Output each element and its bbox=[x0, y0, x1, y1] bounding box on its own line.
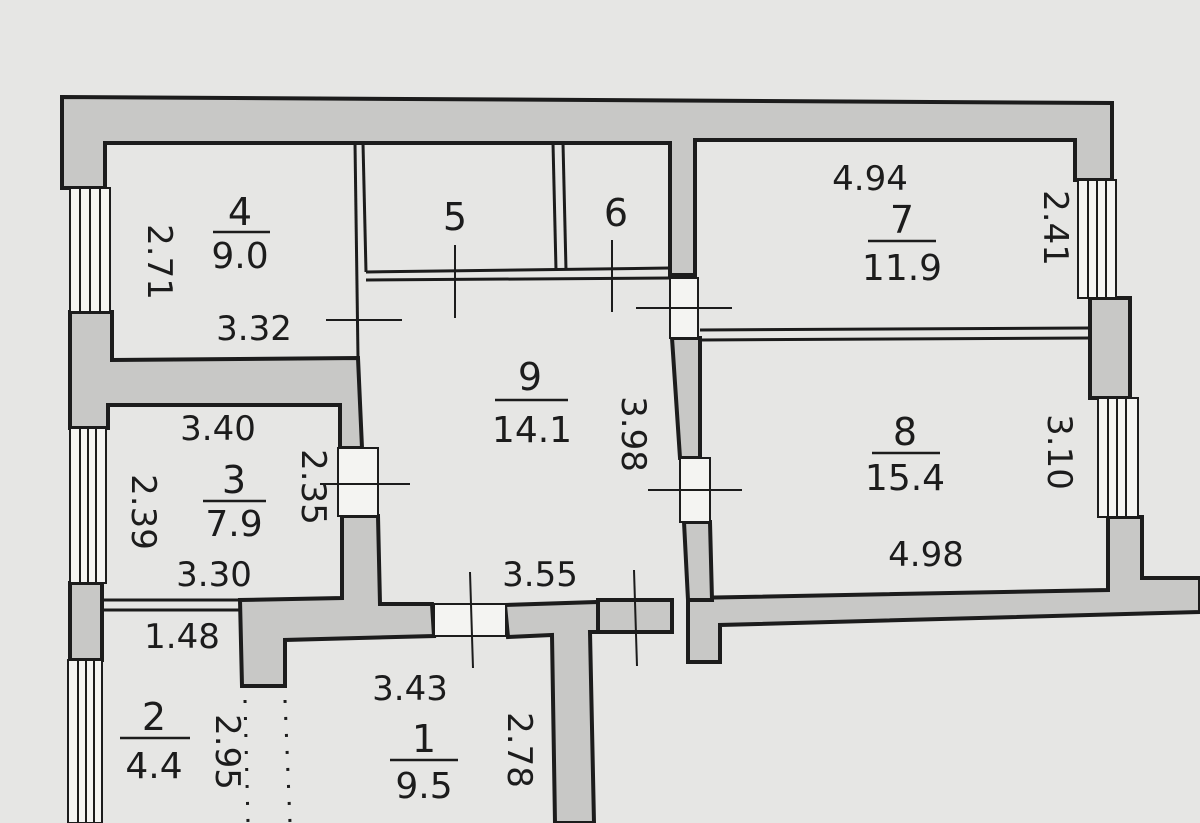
room-3-label: 3 7.9 bbox=[203, 458, 266, 545]
door-room3 bbox=[320, 447, 410, 517]
dim-room1-right: 2.78 bbox=[499, 712, 539, 788]
room-area: 9.5 bbox=[395, 766, 452, 807]
doors bbox=[320, 240, 742, 669]
room-area: 9.0 bbox=[211, 236, 268, 277]
window-room7 bbox=[1077, 179, 1117, 299]
window-room4 bbox=[69, 187, 111, 313]
window-room2 bbox=[67, 659, 103, 823]
dim-room2-top: 1.48 bbox=[144, 617, 220, 657]
dimension-labels: 2.71 3.32 3.40 2.39 2.35 3.30 1.48 2.95 … bbox=[123, 159, 1079, 790]
dim-room1-top: 3.43 bbox=[372, 669, 448, 709]
room-labels: 4 9.0 5 6 7 11.9 9 14.1 8 15.4 3 7.9 bbox=[120, 190, 945, 807]
dim-room2-height: 2.95 bbox=[207, 714, 247, 790]
room-6-label: 6 bbox=[604, 191, 628, 235]
partition-4-5b bbox=[361, 142, 368, 273]
room-number: 2 bbox=[142, 695, 166, 739]
room-area: 14.1 bbox=[492, 410, 572, 451]
room-number: 1 bbox=[412, 717, 436, 761]
dim-room8-right: 3.10 bbox=[1039, 414, 1079, 490]
room-number: 8 bbox=[893, 410, 917, 454]
room-5-label: 5 bbox=[443, 195, 467, 239]
dotted-line-a bbox=[243, 699, 250, 823]
partition-4-5 bbox=[353, 142, 360, 359]
room-number: 3 bbox=[222, 458, 246, 502]
door-entrance bbox=[633, 569, 638, 667]
dim-room9-right: 3.98 bbox=[613, 396, 653, 472]
dim-room3-left: 2.39 bbox=[123, 474, 163, 550]
dim-room3-right: 2.35 bbox=[293, 449, 333, 525]
room-number: 5 bbox=[443, 195, 467, 239]
partition-5-6-bottom-b bbox=[365, 276, 671, 282]
wall-3-9-lower bbox=[237, 514, 437, 688]
dim-room8-bottom: 4.98 bbox=[888, 535, 964, 575]
room-8-label: 8 15.4 bbox=[865, 410, 945, 499]
dim-room3-top: 3.40 bbox=[180, 409, 256, 449]
dim-room7-top: 4.94 bbox=[832, 159, 908, 199]
room-number: 7 bbox=[890, 198, 914, 242]
dim-room4-width: 3.32 bbox=[216, 309, 292, 349]
room-9-label: 9 14.1 bbox=[492, 355, 572, 451]
partition-5-6-bottom bbox=[365, 266, 671, 274]
window-room3 bbox=[69, 427, 107, 584]
door-room8 bbox=[648, 457, 742, 523]
room-4-label: 4 9.0 bbox=[211, 190, 270, 277]
right-wall-lower bbox=[686, 515, 1200, 664]
partition-7-8b bbox=[699, 336, 1091, 342]
room-area: 15.4 bbox=[865, 458, 945, 499]
partition-7-8 bbox=[699, 326, 1091, 332]
partition-5-6b bbox=[561, 142, 568, 271]
room-area: 4.4 bbox=[125, 746, 182, 787]
room-number: 9 bbox=[518, 355, 542, 399]
dim-room7-right: 2.41 bbox=[1035, 190, 1075, 266]
right-wall-mid bbox=[1088, 296, 1132, 400]
windows bbox=[67, 179, 1139, 823]
wall-9-8-lower bbox=[681, 520, 715, 602]
dim-room4-height: 2.71 bbox=[139, 224, 179, 300]
room-1-label: 1 9.5 bbox=[390, 717, 458, 807]
dotted-line-b bbox=[283, 699, 292, 823]
dim-room9-bottom: 3.55 bbox=[502, 555, 578, 595]
room-number: 4 bbox=[228, 190, 252, 234]
room-area: 11.9 bbox=[862, 248, 942, 289]
room-area: 7.9 bbox=[205, 504, 262, 545]
room-number: 6 bbox=[604, 191, 628, 235]
left-wall-lower bbox=[68, 581, 104, 662]
room-7-label: 7 11.9 bbox=[862, 198, 942, 289]
window-room8 bbox=[1097, 397, 1139, 518]
room-2-label: 2 4.4 bbox=[120, 695, 190, 787]
partitions bbox=[102, 142, 1091, 823]
partition-5-6 bbox=[551, 142, 558, 271]
door-room1 bbox=[433, 571, 507, 669]
wall-9-8-upper bbox=[669, 336, 702, 460]
door-room7 bbox=[636, 277, 732, 339]
dim-room3-bottom: 3.30 bbox=[176, 555, 252, 595]
